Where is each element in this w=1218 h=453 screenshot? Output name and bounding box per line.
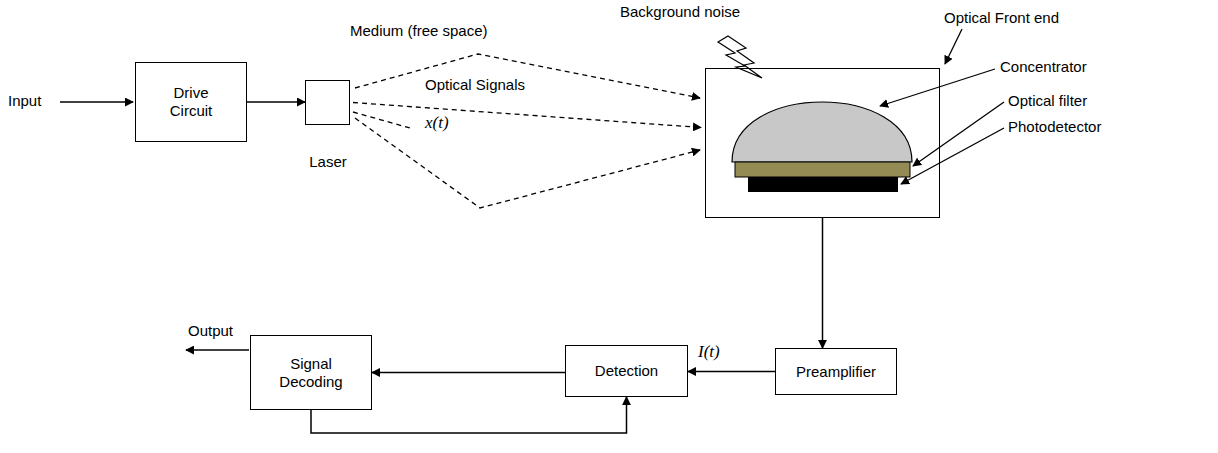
leader-line: [901, 128, 1004, 184]
node-text: Preamplifier: [796, 363, 876, 381]
photodetector: [748, 177, 898, 192]
node-text: Detection: [595, 362, 658, 380]
node-text: Signal Decoding: [271, 355, 351, 391]
connector-arrow: [688, 371, 775, 373]
optical-filter: [735, 162, 910, 177]
connector-arrow: [247, 101, 305, 103]
optical-ray: [353, 103, 701, 128]
part-label: Optical filter: [1008, 92, 1087, 110]
node-text: Laser: [309, 153, 347, 171]
optical-ray: [353, 112, 410, 128]
laser-box: Laser: [305, 80, 350, 125]
concentrator-lens: [732, 102, 912, 162]
leader-line: [880, 69, 995, 106]
front-end-box: Optical Front end: [705, 68, 940, 218]
leader-line: [913, 102, 1004, 166]
signal-label: Output: [188, 322, 233, 340]
process-box: Detection: [565, 345, 688, 397]
signal-label: Input: [8, 92, 41, 110]
signal-name: I(t): [696, 342, 722, 362]
noise-bolt: [718, 36, 762, 78]
process-box: Drive Circuit: [135, 62, 247, 142]
noise-label: Background noise: [620, 3, 740, 21]
connector-arrow: [372, 372, 565, 374]
part-label: Concentrator: [1000, 58, 1087, 76]
node-text: Optical Front end: [944, 9, 1059, 27]
optical-ray: [355, 118, 700, 208]
signal-name: x(t): [425, 113, 449, 133]
optical-ray: [355, 54, 700, 98]
signal-label: Optical Signals: [425, 76, 525, 94]
output-arrow: [186, 349, 249, 351]
input-arrow: [60, 101, 133, 103]
medium-label: Medium (free space): [350, 22, 488, 40]
connector-arrow: [822, 218, 824, 348]
node-text: Drive Circuit: [151, 84, 231, 120]
part-label: Photodetector: [1008, 118, 1101, 136]
leader-line: [945, 29, 962, 64]
process-box: Preamplifier: [775, 348, 897, 395]
process-box: Signal Decoding: [250, 335, 372, 410]
